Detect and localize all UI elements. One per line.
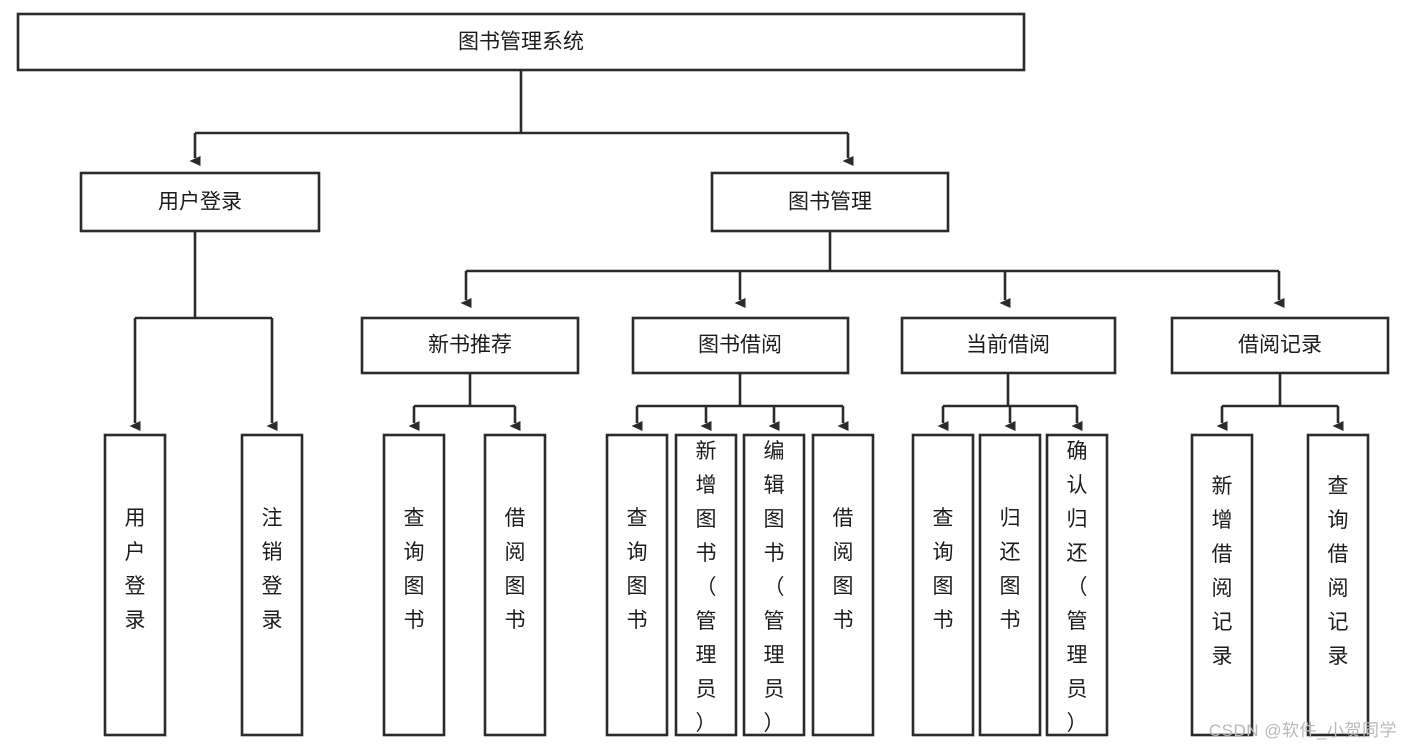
edge-currentborrow-to-leaves xyxy=(937,373,1083,431)
node-leaf-query-record[interactable]: 查询借阅记录 xyxy=(1306,433,1370,737)
node-leaf-logout[interactable]: 注销登录 xyxy=(240,433,304,737)
edge-newbook-to-leaves xyxy=(408,373,521,431)
node-borrow-record[interactable]: 借阅记录 xyxy=(1170,316,1390,375)
node-leaf-return-book[interactable]: 归还图书 xyxy=(978,433,1042,737)
node-borrow-record-label: 借阅记录 xyxy=(1238,334,1322,357)
node-user-login[interactable]: 用户登录 xyxy=(79,171,321,233)
edge-borrowrecord-to-leaves xyxy=(1216,373,1344,431)
node-leaf-add-record[interactable]: 新增借阅记录 xyxy=(1190,433,1254,737)
node-leaf-query-book-1-label: 查询图书 xyxy=(404,507,425,632)
node-leaf-query-book-3-label: 查询图书 xyxy=(933,507,954,632)
node-root[interactable]: 图书管理系统 xyxy=(16,12,1026,72)
node-leaf-logout-label: 注销登录 xyxy=(262,507,283,632)
csdn-watermark: CSDN @软件_小贺同学 xyxy=(1208,721,1397,740)
edge-bookborrow-to-leaves xyxy=(631,373,849,431)
node-leaf-query-book-2-label: 查询图书 xyxy=(627,507,648,632)
node-book-borrow[interactable]: 图书借阅 xyxy=(631,316,850,375)
node-leaf-query-book-1[interactable]: 查询图书 xyxy=(382,433,446,737)
node-leaf-confirm-return-label: 确认归还（管理员） xyxy=(1067,440,1088,735)
node-user-login-label: 用户登录 xyxy=(158,191,242,214)
node-leaf-query-book-2[interactable]: 查询图书 xyxy=(605,433,669,737)
node-leaf-add-book[interactable]: 新增图书（管理员） xyxy=(674,433,738,737)
node-new-book-recommend[interactable]: 新书推荐 xyxy=(360,316,580,375)
edge-root-to-level2 xyxy=(189,70,854,166)
node-leaf-add-record-label: 新增借阅记录 xyxy=(1212,475,1233,668)
edge-bookmanagement-to-level3 xyxy=(460,231,1285,308)
node-leaf-return-book-label: 归还图书 xyxy=(1000,507,1021,632)
node-book-management[interactable]: 图书管理 xyxy=(710,171,950,233)
node-leaf-user-login-label: 用户登录 xyxy=(125,507,146,632)
node-current-borrow[interactable]: 当前借阅 xyxy=(900,316,1117,375)
node-leaf-query-book-3[interactable]: 查询图书 xyxy=(911,433,975,737)
node-leaf-borrow-book-1[interactable]: 借阅图书 xyxy=(483,433,547,737)
node-current-borrow-label: 当前借阅 xyxy=(966,334,1050,357)
node-leaf-user-login[interactable]: 用户登录 xyxy=(103,433,167,737)
node-leaf-query-record-label: 查询借阅记录 xyxy=(1328,475,1349,668)
node-book-management-label: 图书管理 xyxy=(788,191,872,214)
node-leaf-edit-book-label: 编辑图书（管理员） xyxy=(764,440,785,735)
edge-userlogin-to-leaves xyxy=(129,231,278,431)
node-leaf-edit-book[interactable]: 编辑图书（管理员） xyxy=(742,433,806,737)
node-leaf-borrow-book-2[interactable]: 借阅图书 xyxy=(811,433,875,737)
node-book-borrow-label: 图书借阅 xyxy=(698,334,782,357)
node-leaf-add-book-label: 新增图书（管理员） xyxy=(696,440,717,735)
node-leaf-confirm-return[interactable]: 确认归还（管理员） xyxy=(1045,433,1109,737)
node-root-label: 图书管理系统 xyxy=(458,31,584,54)
node-new-book-recommend-label: 新书推荐 xyxy=(428,334,512,357)
node-leaf-borrow-book-1-label: 借阅图书 xyxy=(505,507,526,632)
node-leaf-borrow-book-2-label: 借阅图书 xyxy=(833,507,854,632)
